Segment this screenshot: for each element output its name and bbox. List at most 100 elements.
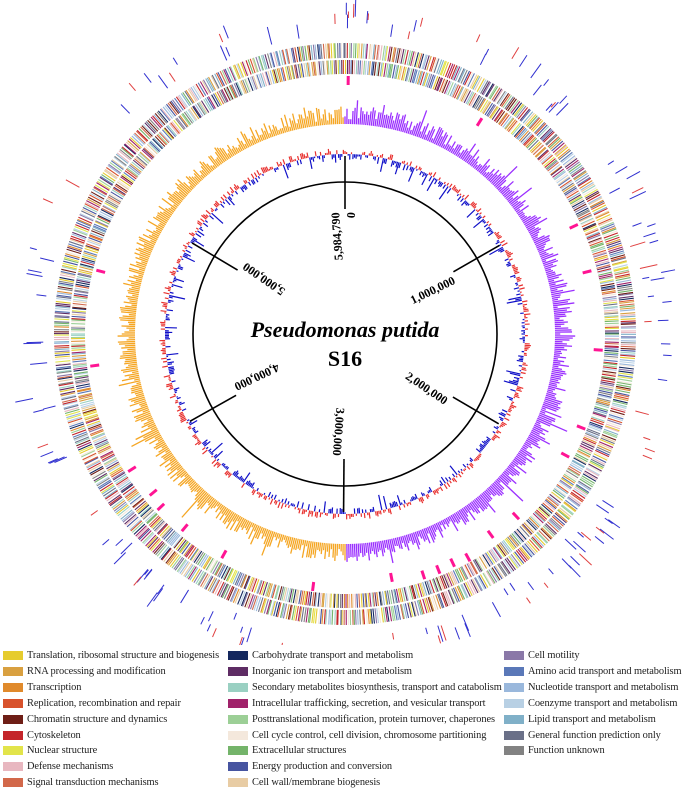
- gc-content-bar: [168, 387, 174, 391]
- gc-content-bar: [162, 360, 168, 363]
- cog-gene-mark: [502, 539, 513, 552]
- cog-gene-mark: [566, 190, 579, 199]
- cog-gene-mark: [77, 443, 93, 451]
- cog-gene-mark: [71, 233, 86, 240]
- cog-gene-mark: [602, 299, 617, 303]
- gc-content-bar: [167, 363, 173, 366]
- cog-gene-mark: [129, 164, 141, 174]
- gc-content-bar: [495, 241, 500, 245]
- cog-gene-mark: [535, 123, 547, 135]
- cog-gene-mark: [118, 178, 132, 188]
- outer-feature-mark: [143, 569, 153, 580]
- cog-gene-mark: [594, 451, 609, 460]
- cog-gene-mark: [604, 234, 619, 241]
- cog-gene-mark: [591, 416, 605, 422]
- cog-gene-mark: [55, 306, 71, 309]
- outer-feature-mark: [548, 568, 554, 575]
- cog-gene-mark: [125, 141, 138, 153]
- cog-gene-mark: [512, 552, 523, 566]
- gc-skew-bar: [520, 215, 528, 221]
- gc-content-bar: [284, 503, 287, 508]
- cog-gene-mark: [436, 577, 442, 591]
- cog-gene-mark: [586, 232, 601, 240]
- cog-gene-mark: [602, 297, 617, 301]
- gc-skew-bar: [423, 134, 427, 140]
- cog-gene-mark: [571, 167, 585, 178]
- cog-gene-mark: [98, 448, 113, 456]
- cog-gene-mark: [596, 264, 611, 269]
- cog-gene-mark: [284, 66, 289, 81]
- cog-gene-mark: [619, 303, 635, 307]
- cog-gene-mark: [538, 530, 550, 542]
- cog-gene-mark: [616, 279, 632, 284]
- cog-gene-mark: [592, 249, 607, 256]
- cog-gene-mark: [169, 533, 180, 546]
- cog-gene-mark: [54, 321, 70, 323]
- gc-skew-bar: [532, 427, 546, 436]
- cog-gene-mark: [362, 593, 365, 608]
- gc-content-bar: [169, 271, 176, 275]
- cog-gene-mark: [358, 593, 361, 608]
- gc-skew-bar: [498, 475, 509, 486]
- gc-content-bar: [403, 499, 406, 504]
- cog-gene-mark: [334, 43, 336, 59]
- gc-skew-bar: [227, 511, 235, 523]
- cog-gene-mark: [81, 257, 96, 263]
- cog-gene-mark: [500, 114, 510, 127]
- rna-feature-mark: [475, 117, 484, 127]
- cog-gene-mark: [89, 465, 104, 475]
- gc-skew-bar: [183, 181, 193, 191]
- cog-gene-mark: [559, 480, 572, 490]
- gc-skew-bar: [286, 536, 290, 546]
- gc-skew-bar: [135, 256, 148, 263]
- cog-gene-mark: [365, 609, 368, 625]
- outer-feature-mark: [47, 458, 58, 464]
- gc-content-bar: [449, 480, 452, 484]
- cog-gene-mark: [457, 585, 466, 600]
- gc-skew-bar: [310, 110, 314, 127]
- gc-skew-bar: [135, 279, 142, 283]
- cog-gene-mark: [269, 52, 275, 68]
- gc-skew-bar: [167, 197, 179, 207]
- cog-gene-mark: [545, 159, 557, 170]
- gc-content-bar: [287, 501, 290, 505]
- cog-gene-mark: [595, 211, 610, 219]
- gc-content-bar: [500, 249, 505, 253]
- gc-skew-bar: [303, 118, 307, 128]
- gc-skew-bar: [194, 176, 201, 183]
- cog-gene-mark: [476, 97, 485, 111]
- gc-skew-bar: [485, 489, 492, 496]
- gc-skew-bar: [456, 152, 461, 158]
- cog-gene-mark: [498, 113, 509, 126]
- cog-gene-mark: [217, 563, 225, 577]
- gc-skew-bar: [163, 211, 172, 218]
- cog-gene-mark: [161, 129, 173, 141]
- cog-gene-mark: [327, 43, 330, 59]
- cog-gene-mark: [300, 46, 304, 62]
- cog-gene-mark: [592, 412, 607, 418]
- cog-gene-mark: [108, 194, 122, 203]
- outer-feature-mark: [281, 642, 283, 645]
- cog-gene-mark: [73, 228, 88, 235]
- gc-content-bar: [179, 414, 185, 418]
- cog-gene-mark: [76, 385, 91, 390]
- gc-skew-bar: [138, 268, 145, 272]
- cog-gene-mark: [482, 572, 491, 587]
- gc-content-bar: [395, 161, 399, 168]
- cog-gene-mark: [71, 352, 86, 355]
- cog-gene-mark: [589, 460, 604, 469]
- cog-gene-mark: [550, 165, 562, 176]
- gc-content-bar: [224, 470, 229, 475]
- cog-gene-mark: [432, 75, 439, 90]
- gc-content-bar: [269, 498, 274, 505]
- cog-gene-mark: [57, 290, 73, 295]
- gc-skew-bar: [426, 526, 435, 543]
- cog-gene-mark: [79, 263, 94, 269]
- cog-gene-mark: [321, 609, 324, 625]
- cog-gene-mark: [391, 64, 396, 79]
- cog-gene-mark: [54, 353, 70, 357]
- gc-skew-bar: [535, 421, 541, 425]
- cog-gene-mark: [116, 476, 129, 486]
- cog-gene-mark: [584, 227, 599, 235]
- cog-gene-mark: [260, 55, 267, 70]
